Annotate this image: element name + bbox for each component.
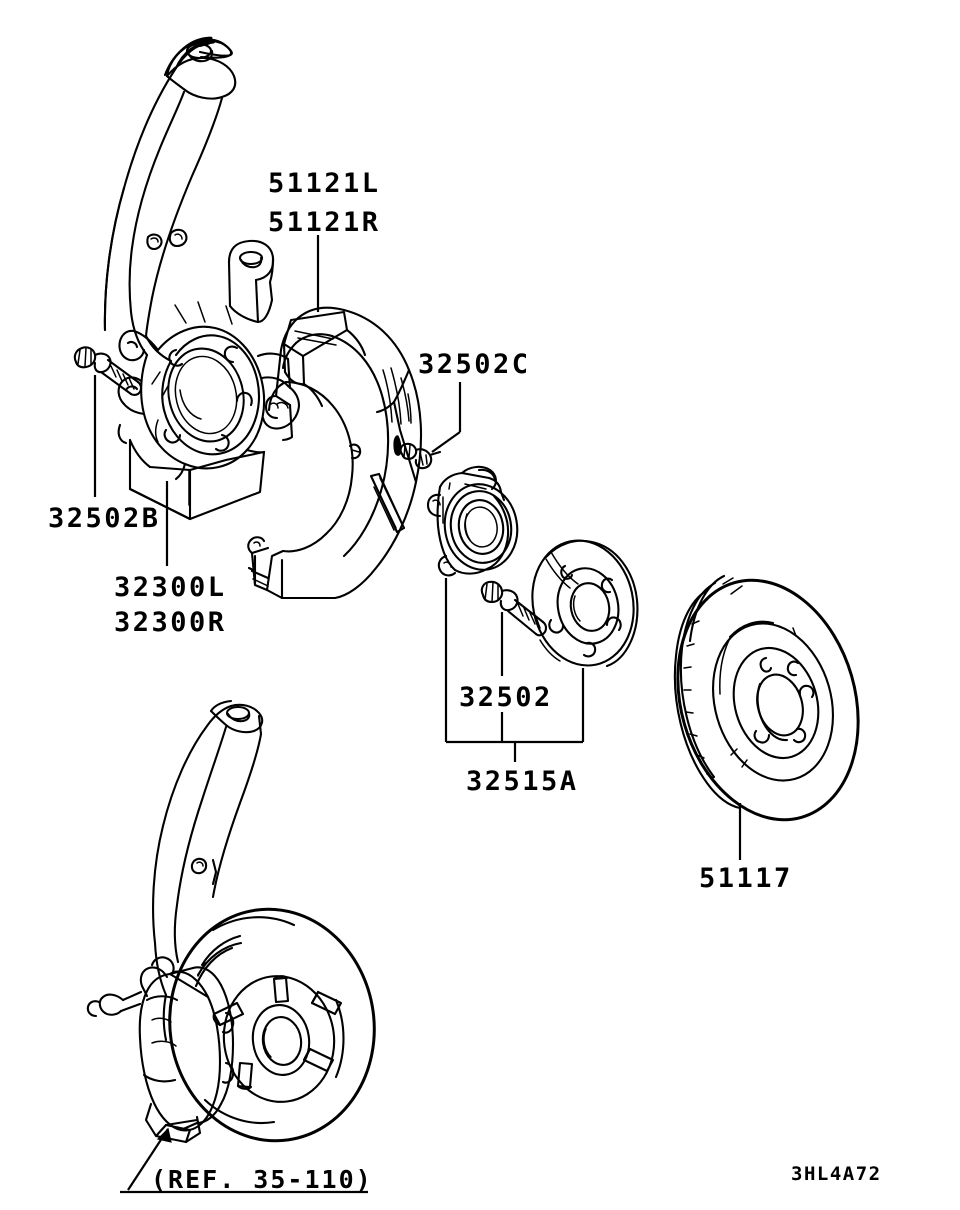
assembled-hub-and-caliper bbox=[86, 699, 376, 1144]
callout-32502C: 32502C bbox=[418, 349, 531, 380]
hub-bearing-bolt-32502 bbox=[480, 580, 548, 637]
wheel-studs bbox=[212, 975, 343, 1090]
dust-shield-bolt-32502C bbox=[399, 442, 442, 470]
leader-lines bbox=[93, 235, 742, 1194]
callout-51117: 51117 bbox=[699, 863, 793, 894]
brake-disc-rotor bbox=[673, 574, 860, 822]
steering-knuckle-exploded bbox=[103, 36, 301, 521]
callout-32502: 32502 bbox=[459, 682, 553, 713]
callout-51121R: 51121R bbox=[268, 207, 381, 238]
callout-32300L: 32300L bbox=[114, 572, 227, 603]
sheet-code: 3HL4A72 bbox=[791, 1163, 882, 1185]
callout-32502B: 32502B bbox=[48, 503, 161, 534]
brake-dust-shield bbox=[247, 306, 423, 600]
wheel-hub-flange bbox=[531, 539, 639, 668]
reference-note: (REF. 35-110) bbox=[151, 1165, 373, 1194]
callout-32300R: 32300R bbox=[114, 607, 227, 638]
knuckle-bolt-32502B bbox=[73, 346, 143, 396]
wheel-bearing-assembly bbox=[426, 465, 519, 577]
callout-32515A: 32515A bbox=[466, 766, 579, 797]
callout-51121L: 51121L bbox=[268, 168, 381, 199]
